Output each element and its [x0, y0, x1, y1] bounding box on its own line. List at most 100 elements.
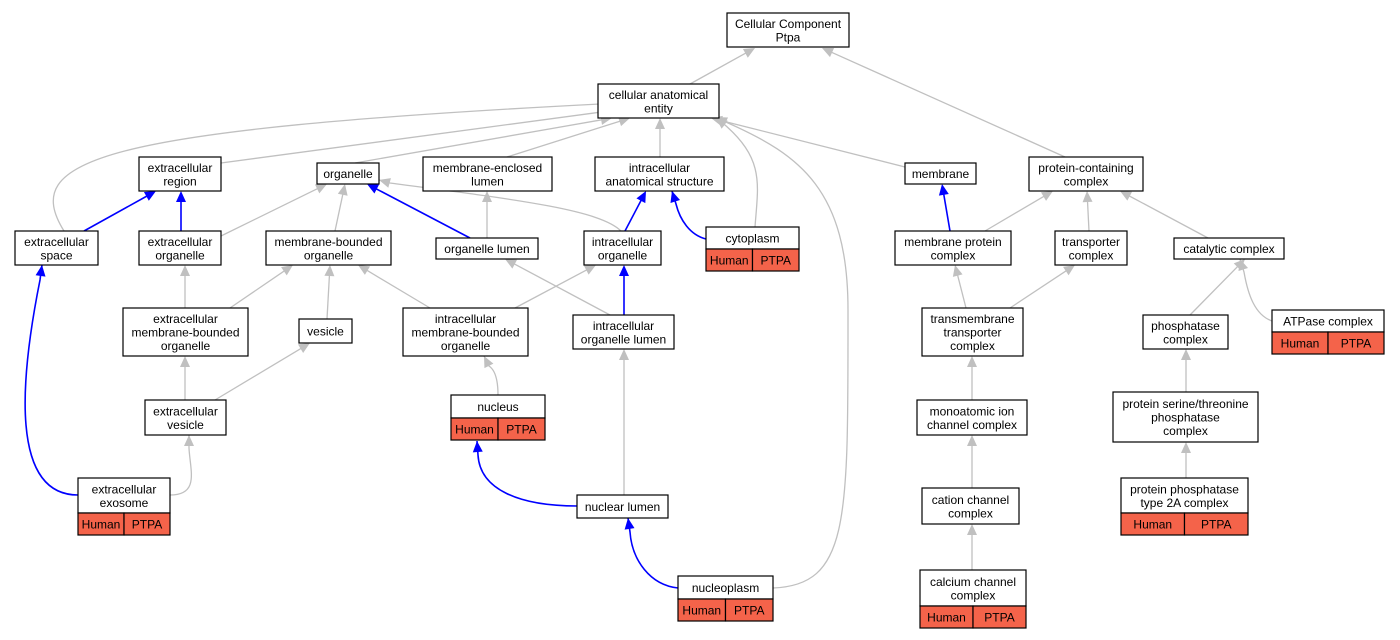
edge-arrowhead: [35, 265, 46, 277]
edge-arrowhead: [180, 265, 190, 276]
node-label-line: organelle: [598, 248, 648, 262]
edge-ttc-to-mpc: [952, 265, 967, 309]
species-label: Human: [927, 611, 966, 625]
node-org[interactable]: organelle: [316, 162, 380, 185]
node-box: [265, 230, 392, 266]
node-ol[interactable]: organelle lumen: [435, 237, 539, 260]
edge-line: [220, 187, 320, 237]
node-label-line: organelle: [161, 339, 211, 353]
node-box: [138, 156, 222, 192]
gene-cell: [1183, 512, 1249, 536]
edge-arrowhead: [670, 191, 681, 203]
node-label-line: calcium channel: [930, 575, 1016, 589]
species-label: Human: [682, 604, 721, 618]
node-pst[interactable]: protein serine/threoninephosphatasecompl…: [1112, 391, 1259, 443]
node-label-line: organelle: [441, 339, 491, 353]
node-ves[interactable]: vesicle: [298, 318, 353, 344]
gene-cell: [751, 248, 800, 272]
edge-arrowhead: [967, 356, 977, 367]
node-label-line: complex: [951, 588, 996, 602]
node-label-line: intracellular: [629, 161, 690, 175]
edge-eo-to-er: [176, 191, 186, 231]
node-nl[interactable]: nuclear lumen: [576, 494, 669, 519]
node-label-line: membrane-enclosed: [433, 161, 542, 175]
node-cc[interactable]: catalytic complex: [1173, 237, 1285, 260]
edge-line: [1086, 199, 1090, 232]
node-label-line: vesicle: [167, 418, 204, 432]
edge-line: [374, 187, 471, 239]
edge-cyto-to-ias: [670, 190, 707, 240]
node-label-line: complex: [1064, 174, 1109, 188]
node-label-line: vesicle: [307, 325, 344, 339]
node-label-line: membrane-bounded: [411, 326, 519, 340]
edge-arrowhead: [143, 191, 156, 201]
gene-cell: [1327, 331, 1385, 355]
edge-nl-to-iol: [619, 349, 629, 495]
gene-label: PTPA: [132, 518, 162, 532]
edge-arrowhead: [655, 118, 665, 129]
edge-org-to-cae: [354, 114, 612, 164]
node-label-line: membrane-bounded: [131, 326, 239, 340]
edge-line: [326, 273, 331, 320]
gene-label: PTPA: [1201, 518, 1231, 532]
node-label-line: catalytic complex: [1183, 242, 1274, 256]
node-label-line: intracellular: [592, 235, 653, 249]
edge-arrowhead: [1181, 349, 1191, 360]
node-box: [1173, 237, 1285, 260]
edge-cac-to-ccc: [967, 524, 977, 570]
edge-line: [334, 192, 344, 232]
edge-arrowhead: [358, 265, 371, 275]
edge-line: [1239, 258, 1273, 322]
edge-es-to-er: [83, 191, 156, 232]
edge-np-to-cae: [715, 116, 849, 589]
node-label-line: region: [163, 174, 196, 188]
edge-arrowhead: [938, 184, 949, 196]
node-label-line: organelle: [323, 167, 373, 181]
node-mem[interactable]: membrane: [904, 162, 977, 185]
edge-nuc-to-imbo: [483, 355, 499, 396]
edge-line: [483, 355, 499, 396]
edge-arrowhead: [636, 191, 646, 204]
edge-line: [1009, 269, 1068, 309]
edge-arrowhead: [967, 524, 977, 535]
node-label-line: extracellular: [153, 312, 218, 326]
node-box: [14, 230, 99, 266]
edge-ias-to-cae: [655, 118, 665, 157]
node-box: [1120, 477, 1249, 514]
node-box: [597, 83, 720, 119]
node-label-line: membrane: [912, 167, 970, 181]
gene-cell: [497, 417, 546, 441]
node-box: [921, 307, 1024, 357]
edge-line: [476, 440, 578, 507]
edge-line: [354, 118, 604, 164]
edge-arrowhead: [180, 356, 190, 367]
edge-pcc-to-root: [822, 47, 1066, 158]
